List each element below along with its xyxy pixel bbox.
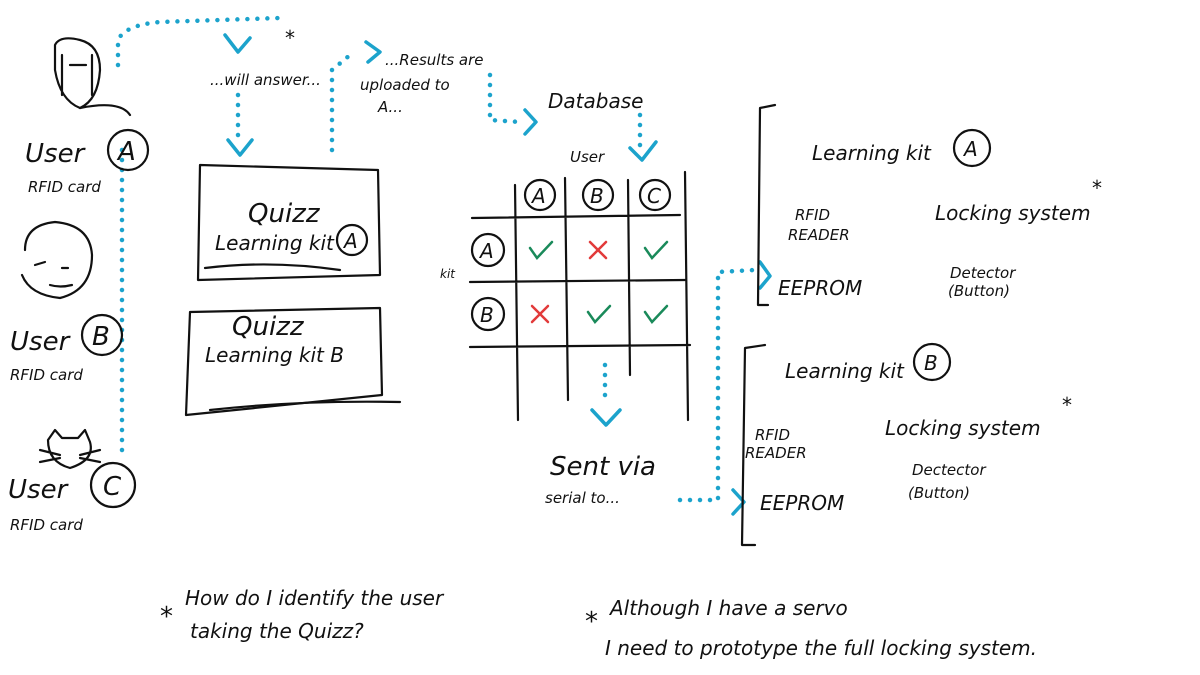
will-answer-asterisk: * xyxy=(285,26,295,50)
user-b-label: User xyxy=(10,327,72,357)
matrix-column-header: B xyxy=(590,184,604,208)
kit-b-detector: Dectector xyxy=(912,461,986,479)
check-icon xyxy=(643,240,669,260)
cross-icon xyxy=(588,240,608,260)
check-icon xyxy=(528,240,554,260)
note-2-line2: I need to prototype the full locking sys… xyxy=(605,636,1037,660)
note-identify-user: * How do I identify the user taking the … xyxy=(160,586,445,643)
quiz-a-title: Quizz xyxy=(248,199,321,229)
quiz-b-title: Quizz xyxy=(232,312,305,342)
quiz-a-subtitle: Learning kit xyxy=(215,231,335,255)
quiz-a-id: A xyxy=(342,229,358,253)
user-b-card: RFID card xyxy=(10,366,83,384)
matrix-corner-label: User xyxy=(570,148,605,166)
note-1-line2: taking the Quizz? xyxy=(190,619,364,643)
kit-b-reader: READER xyxy=(745,444,807,462)
results-matrix: User kit A B C A B xyxy=(440,148,692,422)
user-a-card: RFID card xyxy=(28,178,101,196)
database-label: Database xyxy=(548,89,643,113)
cross-icon xyxy=(530,304,550,324)
flow-lines xyxy=(115,15,772,516)
kit-a-locking-star: * xyxy=(1092,176,1102,200)
results-text-2: uploaded to xyxy=(360,76,450,94)
kit-b-id: B xyxy=(924,351,938,375)
kit-b-locking-star: * xyxy=(1062,393,1072,417)
quiz-kit-a-box: Quizz Learning kit A xyxy=(196,163,382,282)
user-a-label: User xyxy=(25,139,87,169)
kit-b-eeprom: EEPROM xyxy=(760,491,844,515)
note-1-star: * xyxy=(160,602,173,632)
kit-b-button: (Button) xyxy=(908,484,970,502)
sent-via-text-1: Sent via xyxy=(550,452,656,482)
will-answer-text: ...will answer... xyxy=(210,71,321,89)
matrix-row-circle xyxy=(470,232,506,268)
matrix-row-header: B xyxy=(480,303,494,327)
user-c-card: RFID card xyxy=(10,516,83,534)
user-c-id: C xyxy=(103,472,122,502)
learning-kit-a: Learning kit A RFID READER Locking syste… xyxy=(756,103,1102,307)
user-b-id: B xyxy=(92,322,110,352)
user-a-group: User A RFID card xyxy=(25,37,150,196)
learning-kit-b: Learning kit B RFID READER Locking syste… xyxy=(740,342,1072,547)
user-c-group: User C RFID card xyxy=(8,428,137,534)
matrix-row-circle xyxy=(470,296,506,332)
matrix-column-circle xyxy=(523,178,557,212)
kit-a-id: A xyxy=(962,137,978,161)
matrix-column-circle xyxy=(638,178,672,212)
note-2-star: * xyxy=(585,607,598,637)
kit-a-reader: READER xyxy=(788,226,850,244)
sent-via-text-2: serial to... xyxy=(545,489,620,507)
kit-a-rfid: RFID xyxy=(795,206,830,224)
kit-a-detector: Detector xyxy=(950,264,1016,282)
quiz-kit-b-box: Quizz Learning kit B xyxy=(184,306,402,417)
user-c-label: User xyxy=(8,475,70,505)
note-1-line1: How do I identify the user xyxy=(185,586,445,610)
kit-b-locking: Locking system xyxy=(885,416,1041,440)
kit-b-rfid: RFID xyxy=(755,426,790,444)
results-text-3: A... xyxy=(377,98,403,116)
kit-a-eeprom: EEPROM xyxy=(778,276,862,300)
matrix-column-header: C xyxy=(647,184,661,208)
results-text-1: ...Results are xyxy=(385,51,484,69)
user-b-group: User B RFID card xyxy=(10,220,124,384)
kit-a-button: (Button) xyxy=(948,282,1010,300)
check-icon xyxy=(586,304,612,324)
quiz-b-subtitle: Learning kit B xyxy=(205,343,344,367)
user-a-id: A xyxy=(116,137,136,167)
matrix-column-header: A xyxy=(530,184,546,208)
check-icon xyxy=(643,304,669,324)
kit-a-title: Learning kit xyxy=(812,141,932,165)
note-locking-system: * Although I have a servo I need to prot… xyxy=(585,596,1037,660)
kit-a-locking: Locking system xyxy=(935,201,1091,225)
matrix-row-header: A xyxy=(478,239,494,263)
kit-b-title: Learning kit xyxy=(785,359,905,383)
matrix-column-circle xyxy=(581,178,615,212)
matrix-row-axis-label: kit xyxy=(440,267,456,281)
note-2-line1: Although I have a servo xyxy=(608,596,848,620)
